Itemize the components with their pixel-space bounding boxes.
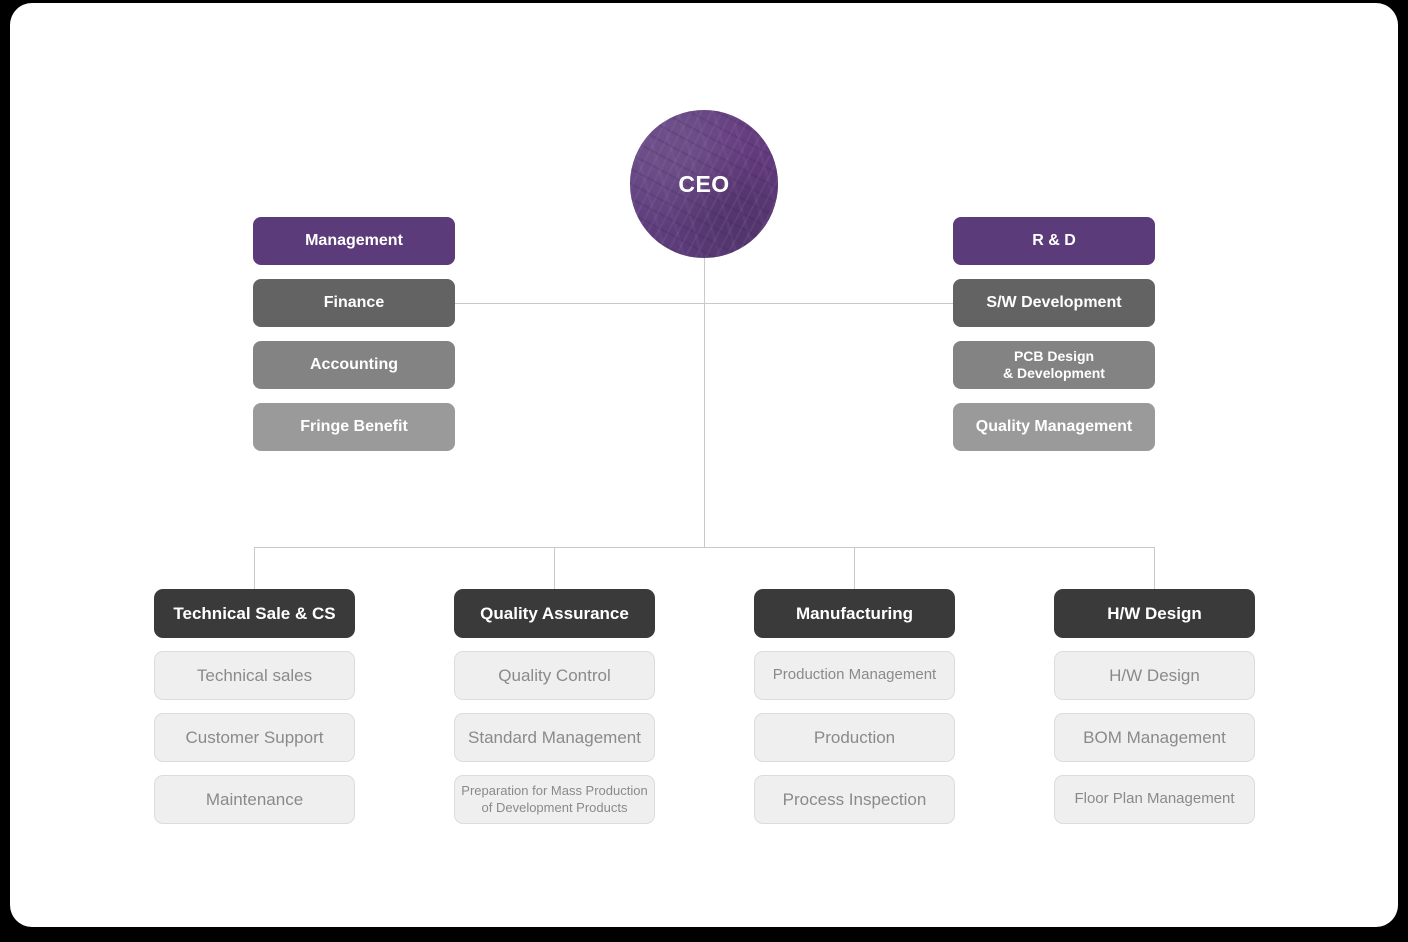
group-2-child-3-line1: Preparation for Mass Production <box>461 783 648 799</box>
purple-tint-overlay <box>630 110 778 258</box>
node-pcb-design-line2: & Development <box>1003 365 1105 381</box>
group-1-child-technical-sales[interactable]: Technical sales <box>154 651 355 700</box>
node-ceo[interactable]: CEO <box>630 110 778 258</box>
node-pcb-design-line1: PCB Design <box>1013 347 1095 364</box>
node-finance[interactable]: Finance <box>253 279 455 327</box>
group-2-child-3-line2: of Development Products <box>481 799 628 815</box>
group-head-manufacturing[interactable]: Manufacturing <box>754 589 955 638</box>
group-1-child-customer-support[interactable]: Customer Support <box>154 713 355 762</box>
group-head-hw-design[interactable]: H/W Design <box>1054 589 1255 638</box>
connector-drop-group-2 <box>554 547 555 589</box>
node-quality-management[interactable]: Quality Management <box>953 403 1155 451</box>
node-sw-development[interactable]: S/W Development <box>953 279 1155 327</box>
node-accounting[interactable]: Accounting <box>253 341 455 389</box>
group-2-child-preparation-mass-production[interactable]: Preparation for Mass Production of Devel… <box>454 775 655 824</box>
node-fringe-benefit[interactable]: Fringe Benefit <box>253 403 455 451</box>
group-4-child-bom-management[interactable]: BOM Management <box>1054 713 1255 762</box>
node-pcb-design-development[interactable]: PCB Design & Development <box>953 341 1155 389</box>
connector-drop-group-1 <box>254 547 255 589</box>
group-head-quality-assurance[interactable]: Quality Assurance <box>454 589 655 638</box>
group-4-child-hw-design[interactable]: H/W Design <box>1054 651 1255 700</box>
node-management[interactable]: Management <box>253 217 455 265</box>
group-3-child-process-inspection[interactable]: Process Inspection <box>754 775 955 824</box>
group-4-child-floor-plan-management[interactable]: Floor Plan Management <box>1054 775 1255 824</box>
group-head-technical-sale-cs[interactable]: Technical Sale & CS <box>154 589 355 638</box>
group-1-child-maintenance[interactable]: Maintenance <box>154 775 355 824</box>
group-2-child-quality-control[interactable]: Quality Control <box>454 651 655 700</box>
connector-drop-group-4 <box>1154 547 1155 589</box>
connector-bottom-bus <box>254 547 1155 548</box>
group-2-child-standard-management[interactable]: Standard Management <box>454 713 655 762</box>
group-3-child-production[interactable]: Production <box>754 713 955 762</box>
connector-left-right-branch <box>454 303 955 304</box>
group-3-child-production-management[interactable]: Production Management <box>754 651 955 700</box>
node-ceo-label: CEO <box>678 170 730 197</box>
connector-drop-group-3 <box>854 547 855 589</box>
node-rnd[interactable]: R & D <box>953 217 1155 265</box>
connector-ceo-trunk <box>704 258 705 548</box>
